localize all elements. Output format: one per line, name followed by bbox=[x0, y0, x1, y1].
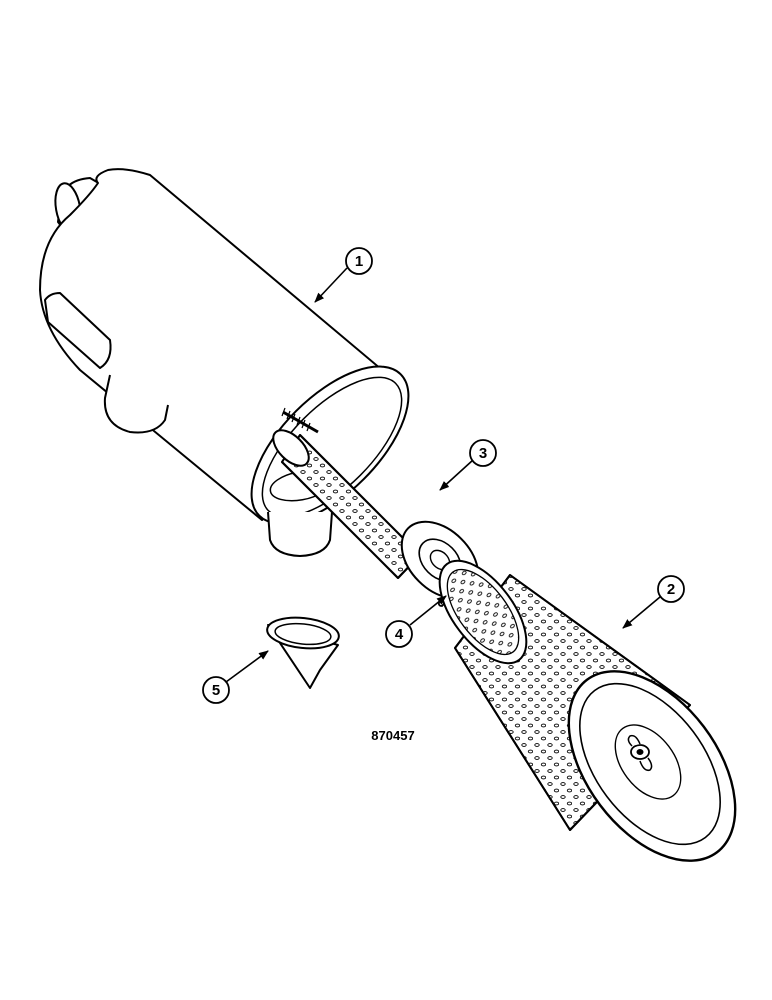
callout-1: 1 bbox=[314, 247, 373, 303]
callout-5-label: 5 bbox=[212, 682, 220, 699]
callout-2-label: 2 bbox=[667, 581, 675, 598]
callout-3-label: 3 bbox=[479, 445, 487, 462]
housing-outlet-pipe bbox=[103, 374, 169, 434]
callout-1-label: 1 bbox=[355, 253, 363, 270]
housing-dust-outlet bbox=[267, 511, 333, 557]
air-cleaner-housing bbox=[39, 168, 410, 557]
callout-2-circle bbox=[657, 575, 685, 603]
housing-clip bbox=[44, 292, 112, 369]
callout-4-label: 4 bbox=[395, 626, 404, 643]
callout-3: 3 bbox=[439, 439, 497, 491]
callout-5-circle bbox=[202, 676, 230, 704]
dust-cup bbox=[266, 616, 340, 689]
callout-4: 4 bbox=[385, 595, 447, 648]
safety-element-back-end bbox=[272, 429, 310, 467]
callout-3-circle bbox=[469, 439, 497, 467]
housing-front-rim bbox=[250, 365, 410, 525]
callout-2: 2 bbox=[622, 575, 685, 629]
primary-filter-element bbox=[438, 559, 737, 862]
callout-1-circle bbox=[345, 247, 373, 275]
callout-5: 5 bbox=[202, 650, 269, 704]
callout-4-circle bbox=[385, 620, 413, 648]
figure-number: 870457 bbox=[371, 728, 414, 743]
